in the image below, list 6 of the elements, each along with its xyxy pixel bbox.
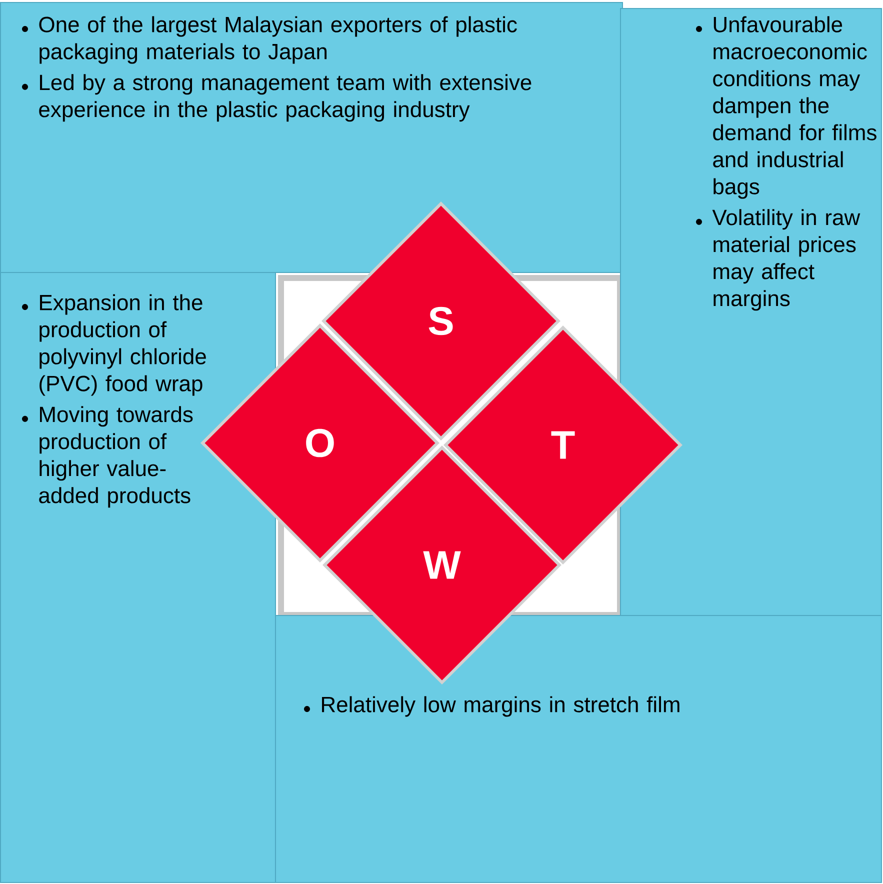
bullet-text: Unfavourable macroeconomic conditions may dampen the demand for films and industrial bags — [713, 16, 876, 199]
bullet-text: Led by a strong management team with extensive experience in the plastic packaging industry — [39, 74, 532, 122]
bullet-text: Moving towards production of higher value-added products — [39, 406, 193, 508]
bullet-text: Volatility in raw material prices may affect margins — [712, 209, 860, 311]
bullet-text: Relatively low margins in stretch film — [322, 696, 680, 717]
bullet-text: One of the largest Malaysian exporters of plastic packaging materials to Japan — [39, 16, 517, 64]
